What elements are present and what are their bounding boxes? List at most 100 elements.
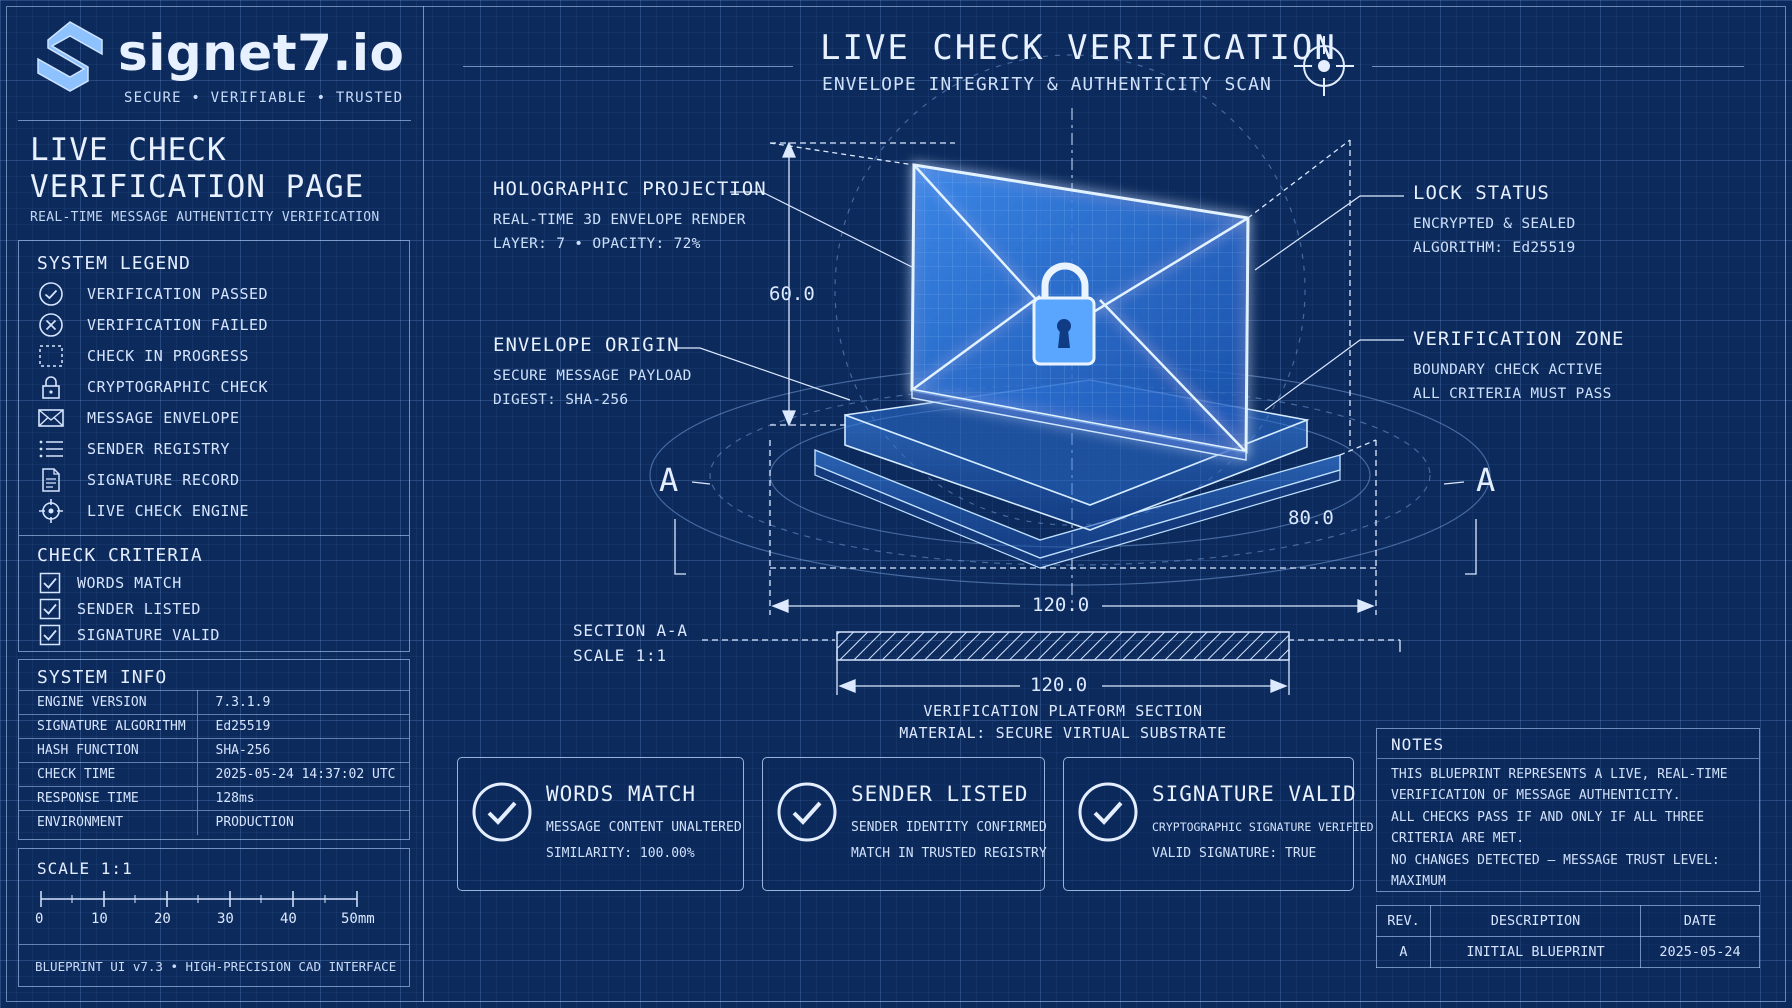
info-key: HASH FUNCTION	[19, 738, 198, 763]
column-header: DESCRIPTION	[1430, 905, 1641, 937]
info-value: Ed25519	[197, 714, 409, 739]
callout-envelope-origin: ENVELOPE ORIGIN SECURE MESSAGE PAYLOAD D…	[493, 334, 692, 412]
legend-item-registry: SENDER REGISTRY	[37, 436, 230, 462]
dimension-height: 60.0	[769, 283, 815, 305]
notes-text: THIS BLUEPRINT REPRESENTS A LIVE, REAL-T…	[1391, 767, 1728, 803]
legend-label: CRYPTOGRAPHIC CHECK	[87, 378, 269, 396]
page-subtitle: REAL-TIME MESSAGE AUTHENTICITY VERIFICAT…	[30, 210, 380, 225]
check-circle-icon	[472, 782, 532, 842]
crosshair-icon	[1294, 36, 1354, 96]
check-card-signature-valid[interactable]: SIGNATURE VALID CRYPTOGRAPHIC SIGNATURE …	[1063, 757, 1374, 891]
main-title: LIVE CHECK VERIFICATION	[820, 28, 1337, 68]
check-circle-icon	[1078, 782, 1138, 842]
notes-text: ALL CHECKS PASS IF AND ONLY IF ALL THREE…	[1391, 810, 1705, 846]
legend-item-failed: VERIFICATION FAILED	[37, 312, 268, 338]
page-title: LIVE CHECK VERIFICATION PAGE	[30, 132, 365, 205]
criteria-item-sender: SENDER LISTED	[39, 597, 201, 621]
section-material: MATERIAL: SECURE VIRTUAL SUBSTRATE	[899, 724, 1227, 742]
check-card-words-match[interactable]: WORDS MATCH MESSAGE CONTENT UNALTERED SI…	[457, 757, 744, 891]
envelope-icon	[38, 409, 64, 427]
scale-tick-label: 40	[280, 911, 297, 927]
section-marker-right: A	[1476, 461, 1496, 499]
info-key: ENGINE VERSION	[19, 690, 198, 715]
callout-line: ALL CRITERIA MUST PASS	[1413, 386, 1612, 402]
column-header: DATE	[1640, 905, 1760, 937]
info-value: 2025-05-24 14:37:02 UTC	[197, 762, 409, 787]
legend-panel: SYSTEM LEGEND VERIFICATION PASSED VERIFI…	[18, 240, 410, 652]
legend-item-envelope: MESSAGE ENVELOPE	[37, 405, 240, 431]
list-icon	[39, 440, 63, 458]
document-icon	[42, 468, 60, 492]
scale-heading: SCALE 1:1	[37, 859, 133, 878]
main-subtitle: ENVELOPE INTEGRITY & AUTHENTICITY SCAN	[822, 74, 1272, 95]
brand-tagline: SECURE • VERIFIABLE • TRUSTED	[124, 90, 404, 106]
criteria-item-signature: SIGNATURE VALID	[39, 623, 220, 647]
callout-title: LOCK STATUS	[1413, 182, 1550, 204]
section-scale: SCALE 1:1	[573, 646, 667, 665]
check-detail: MATCH IN TRUSTED REGISTRY	[851, 846, 1047, 861]
legend-item-engine: LIVE CHECK ENGINE	[37, 498, 249, 524]
criteria-label: SIGNATURE VALID	[77, 626, 220, 644]
criteria-item-words: WORDS MATCH	[39, 571, 182, 595]
info-value: SHA-256	[197, 738, 409, 763]
info-key: CHECK TIME	[19, 762, 198, 787]
section-label: SECTION A-A	[573, 621, 688, 640]
check-detail: VALID SIGNATURE: TRUE	[1152, 846, 1317, 861]
callout-line: BOUNDARY CHECK ACTIVE	[1413, 362, 1603, 378]
column-header: REV.	[1376, 905, 1431, 937]
divider	[19, 535, 409, 536]
legend-item-crypto: CRYPTOGRAPHIC CHECK	[37, 374, 268, 400]
checkbox-checked-icon	[39, 598, 61, 620]
legend-item-signature: SIGNATURE RECORD	[37, 467, 240, 493]
dashed-square-icon	[39, 345, 63, 367]
callout-line: REAL-TIME 3D ENVELOPE RENDER	[493, 212, 746, 228]
check-detail: MESSAGE CONTENT UNALTERED	[546, 820, 742, 835]
legend-label: SENDER REGISTRY	[87, 440, 230, 458]
check-circle-icon	[777, 782, 837, 842]
scale-ruler	[40, 891, 358, 907]
scale-tick-label: 10	[91, 911, 108, 927]
lock-icon	[42, 376, 60, 399]
info-key: RESPONSE TIME	[19, 786, 198, 811]
info-value: 128ms	[197, 786, 409, 811]
callout-title: ENVELOPE ORIGIN	[493, 334, 680, 356]
legend-label: LIVE CHECK ENGINE	[87, 502, 250, 520]
callout-line: DIGEST: SHA-256	[493, 392, 629, 408]
criteria-label: WORDS MATCH	[77, 574, 182, 592]
title-rule-left	[463, 66, 793, 67]
legend-item-in-progress: CHECK IN PROGRESS	[37, 343, 249, 369]
x-circle-icon	[39, 313, 63, 337]
logo[interactable]: signet7.io SECURE • VERIFIABLE • TRUSTED	[30, 20, 420, 110]
dimension-width: 120.0	[1032, 594, 1090, 616]
check-detail: SENDER IDENTITY CONFIRMED	[851, 820, 1047, 835]
title-rule-right	[1372, 66, 1744, 67]
dimension-depth: 80.0	[1288, 507, 1334, 529]
crosshair-icon	[39, 499, 63, 523]
blueprint-frame	[6, 6, 1786, 1002]
revision-description: INITIAL BLUEPRINT	[1430, 936, 1641, 968]
legend-label: MESSAGE ENVELOPE	[87, 409, 240, 427]
callout-lock-status: LOCK STATUS ENCRYPTED & SEALED ALGORITHM…	[1413, 182, 1576, 260]
check-title: SENDER LISTED	[851, 782, 1029, 806]
legend-label: SIGNATURE RECORD	[87, 471, 240, 489]
revision-id: A	[1376, 936, 1431, 968]
check-detail: CRYPTOGRAPHIC SIGNATURE VERIFIED	[1152, 820, 1374, 834]
section-caption: VERIFICATION PLATFORM SECTION	[923, 702, 1203, 720]
table-row: A INITIAL BLUEPRINT 2025-05-24	[1376, 936, 1760, 968]
criteria-heading: CHECK CRITERIA	[37, 545, 203, 566]
check-detail: SIMILARITY: 100.00%	[546, 846, 695, 861]
callout-title: VERIFICATION ZONE	[1413, 328, 1625, 350]
info-key: SIGNATURE ALGORITHM	[19, 714, 198, 739]
criteria-label: SENDER LISTED	[77, 600, 201, 618]
section-marker-left: A	[659, 461, 679, 499]
check-card-sender-listed[interactable]: SENDER LISTED SENDER IDENTITY CONFIRMED …	[762, 757, 1047, 891]
callout-line: SECURE MESSAGE PAYLOAD	[493, 368, 692, 384]
notes-panel: NOTES THIS BLUEPRINT REPRESENTS A LIVE, …	[1376, 728, 1760, 892]
scale-tick-label: 30	[217, 911, 234, 927]
dimension-section-width: 120.0	[1030, 674, 1088, 696]
scale-panel: SCALE 1:1 0 10 20 30 40 50mm BLUEPRINT U…	[18, 848, 410, 987]
scale-tick-label: 20	[154, 911, 171, 927]
